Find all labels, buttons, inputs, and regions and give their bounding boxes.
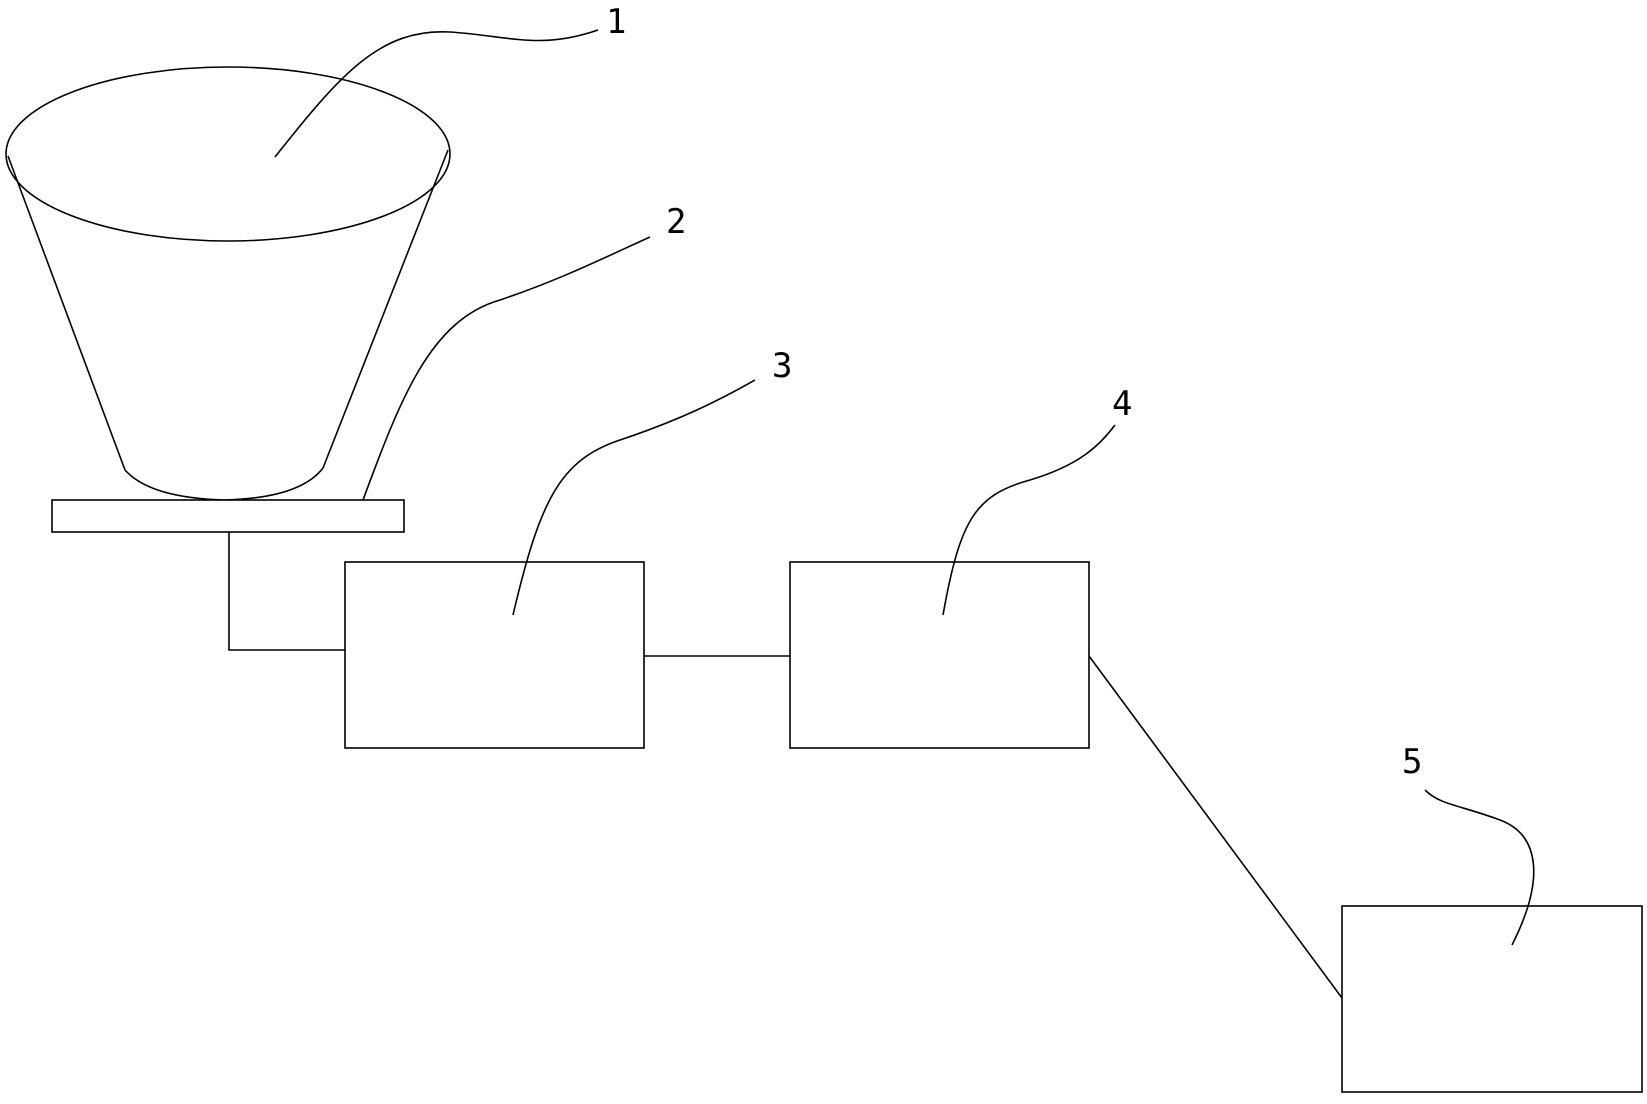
hopper-side-right — [322, 149, 449, 469]
leader-line-4 — [942, 424, 1116, 616]
label-5: 5 — [1402, 742, 1422, 782]
connector-unit-4-to-unit-5 — [1088, 655, 1343, 999]
hopper-side-left — [7, 155, 126, 471]
connector-plate-to-unit-3 — [228, 532, 345, 651]
label-3: 3 — [772, 346, 792, 386]
hopper-top-rim — [5, 66, 451, 242]
base-plate — [51, 499, 405, 533]
leader-line-1 — [274, 29, 599, 158]
unit-5-box — [1341, 905, 1643, 1093]
leader-line-3 — [512, 379, 756, 616]
label-1: 1 — [606, 2, 626, 42]
leader-line-5 — [1424, 789, 1535, 946]
unit-3-box — [344, 561, 645, 749]
hopper-bottom-curve — [124, 467, 324, 501]
hopper — [5, 66, 451, 501]
unit-4-box — [789, 561, 1090, 749]
label-2: 2 — [666, 202, 686, 242]
leader-line-2 — [362, 236, 651, 501]
label-4: 4 — [1112, 384, 1132, 424]
